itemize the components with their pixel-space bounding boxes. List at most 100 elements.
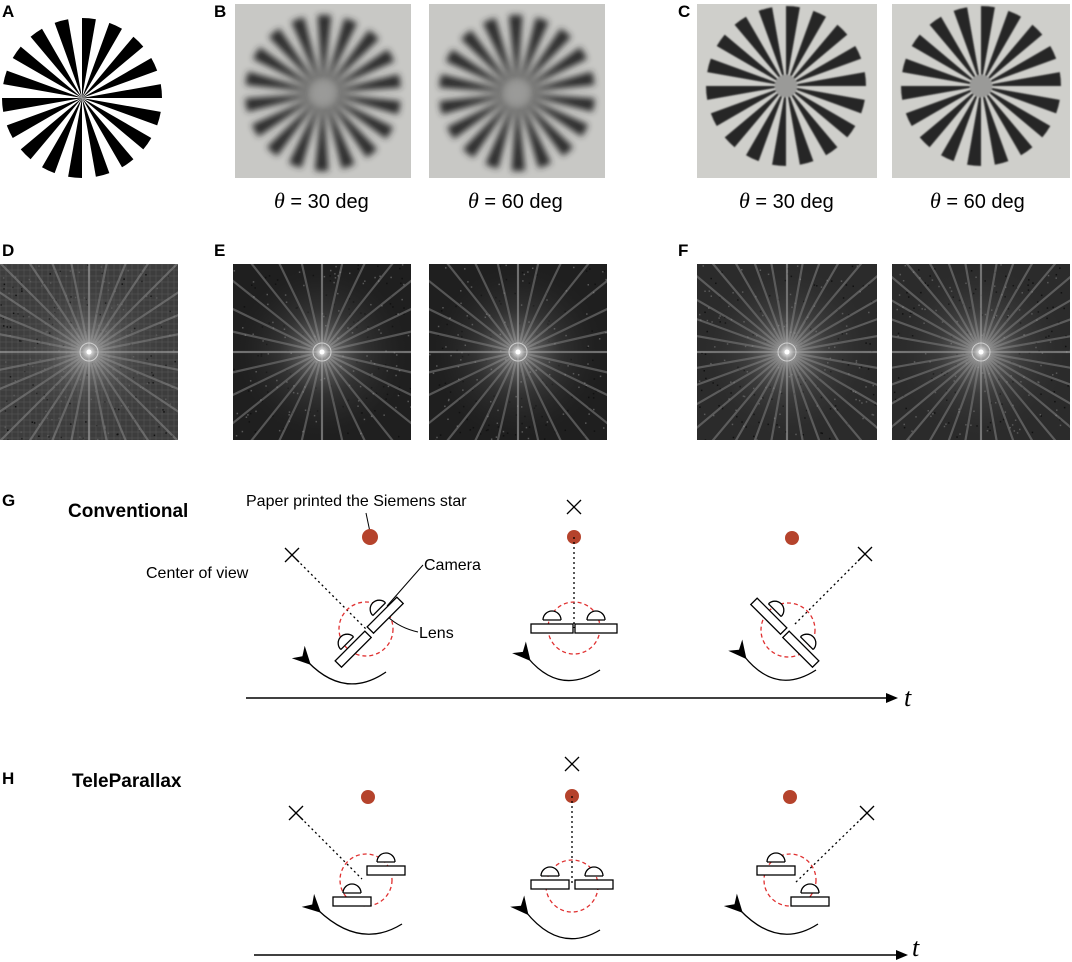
spectrum-speckle [236, 412, 239, 415]
spectrum-speckle [31, 421, 34, 423]
diagram-teleparallax: TeleParallax [72, 756, 920, 962]
spectrum-speckle [865, 386, 867, 388]
spectrum-speckle [276, 279, 279, 281]
star-wedge [82, 98, 152, 150]
panel-letter-e: E [214, 241, 225, 260]
spectrum-speckle [710, 277, 712, 280]
spectrum-speckle [704, 439, 707, 440]
camera-left [530, 610, 574, 634]
rotation-arrow [723, 893, 819, 935]
star-wedge [787, 95, 814, 165]
spectrum-speckle [919, 277, 921, 279]
spectrum-speckle [264, 276, 267, 279]
spectrum-speckle [543, 438, 546, 440]
spectrum-speckle [573, 266, 575, 269]
spectrum-speckle [233, 270, 236, 272]
spectrum-speckle [698, 380, 701, 382]
spectrum-speckle [403, 283, 405, 286]
star-wedge [82, 98, 134, 168]
spectrum-speckle [251, 284, 253, 286]
spectrum-speckle [956, 436, 958, 438]
spectrum-speckle [386, 282, 388, 285]
spectrum-speckle [1060, 292, 1063, 294]
spectrum-speckle [1067, 385, 1069, 387]
rotation-circle [339, 853, 393, 907]
spectrum-speckle [48, 436, 50, 438]
star-wedge [987, 24, 1043, 80]
spectrum-speckle [467, 281, 469, 283]
spectrum-speckle [440, 310, 443, 312]
spectrum-speckle [1000, 264, 1002, 266]
spectrum-speckle [912, 271, 915, 273]
camera-right [574, 610, 618, 634]
camera-lower [332, 883, 372, 907]
spectrum-speckle [753, 435, 755, 438]
spectrum-dc-ring [508, 342, 528, 362]
spectrum-speckle [403, 313, 405, 315]
spectrum-speckle [383, 414, 385, 416]
rotation-arrow [301, 893, 403, 935]
spectrum-speckle [924, 282, 926, 284]
view-line [793, 817, 863, 885]
spectrum-speckle [901, 313, 904, 315]
spectrum-speckle [254, 431, 257, 433]
spectrum-speckle [1069, 349, 1070, 352]
spectrum-dc-point [978, 349, 984, 355]
camera-lower [781, 630, 820, 669]
star-wedge [12, 46, 82, 98]
star-wedge [317, 15, 332, 84]
spectrum-speckle [79, 436, 81, 438]
star-wedge [314, 102, 329, 171]
spectrum-speckle [165, 432, 167, 434]
spectrum-speckle [169, 310, 171, 313]
spectrum-speckle [163, 411, 165, 413]
spectrum-speckle [897, 332, 900, 335]
spectrum-speckle [715, 282, 717, 285]
star-wedge [919, 92, 975, 148]
spectrum-speckle [732, 436, 735, 439]
spectrum-speckle [876, 312, 877, 314]
spectrum-speckle [377, 265, 379, 268]
spectrum-speckle [585, 296, 588, 299]
spectrum-speckle [29, 280, 32, 283]
rotation-arrow [512, 641, 601, 682]
star-wedge [981, 6, 995, 77]
spectrum-speckle [840, 280, 843, 282]
star-wedge [982, 95, 1009, 165]
spectrum-speckle [718, 404, 720, 407]
spectrum-speckle [410, 406, 411, 408]
spectrum-speckle [252, 281, 255, 283]
star-wedge [2, 98, 82, 112]
star-wedge [288, 101, 321, 168]
spectrum-speckle [593, 408, 595, 411]
spectrum-speckle [100, 266, 103, 268]
spectrum-speckle [721, 405, 724, 408]
rotation-circle [760, 602, 816, 658]
spectrum-speckle [442, 306, 444, 309]
diagram-conventional: Conventional Paper printed the Siemens s… [68, 493, 912, 712]
spectrum-speckle [896, 308, 898, 311]
star-wedge [325, 18, 358, 85]
spectrum-speckle [379, 275, 381, 278]
spectrum-speckle [911, 430, 913, 432]
star-wedge [54, 19, 82, 98]
camera-lower [790, 883, 830, 907]
spectrum-speckle [592, 392, 595, 395]
spectrum-speckle [4, 426, 7, 428]
star-wedge [328, 99, 378, 158]
spectrum-dc-ring [79, 342, 99, 362]
star-wedge [82, 58, 158, 98]
spectrum-speckle [3, 283, 6, 286]
spectrum-speckle [347, 432, 349, 435]
rotation-arrow [291, 645, 387, 685]
spectrum-speckle [2, 277, 5, 279]
star-wedge [20, 98, 82, 160]
spectrum-speckle [399, 267, 401, 270]
spectrum-speckle [460, 280, 462, 283]
spectrum-speckle [249, 294, 252, 296]
spectrum-speckle [918, 269, 920, 271]
spectrum-speckle [907, 296, 910, 298]
leader-paper [365, 512, 371, 533]
spectrum-speckle [469, 429, 472, 431]
star-hub [969, 74, 993, 98]
